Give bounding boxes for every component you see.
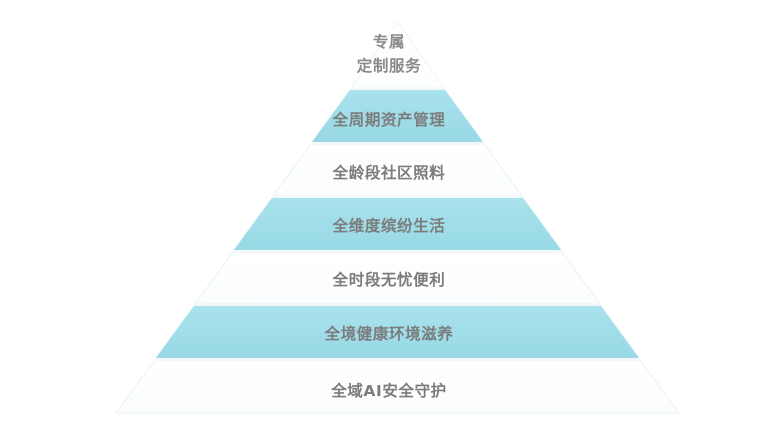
pyramid-band-4-shape <box>194 251 601 305</box>
pyramid-band-3-shape <box>233 197 562 251</box>
pyramid-apex-label: 专属 定制服务 <box>0 30 778 78</box>
pyramid-band-1-shape <box>311 89 484 143</box>
pyramid-apex-shape <box>350 21 445 89</box>
pyramid-band-5-shape <box>155 305 640 359</box>
pyramid-band-2-shape <box>272 143 523 197</box>
pyramid-apex-line-2: 定制服务 <box>356 57 422 75</box>
pyramid-band-6-shape <box>115 359 680 414</box>
pyramid-apex-line-1: 专属 <box>372 33 406 51</box>
